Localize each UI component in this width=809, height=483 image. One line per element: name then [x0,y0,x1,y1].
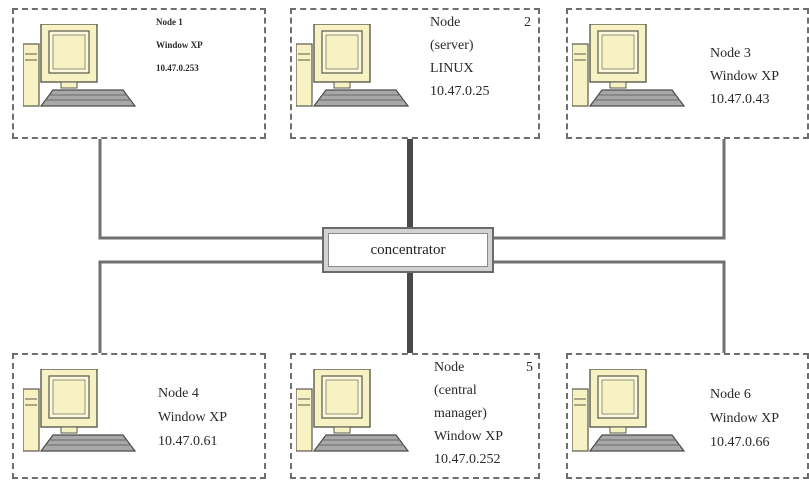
node-ip: 10.47.0.66 [710,435,770,450]
node-os: Window XP [434,429,504,444]
node-role: (server) [430,38,474,53]
node-3-box: Node 3 Window XP 10.47.0.43 [566,8,809,139]
node-5-box: Node 5 (central manager) Window XP 10.47… [290,353,540,479]
node-ip: 10.47.0.253 [156,63,199,73]
node-number: 5 [526,360,533,375]
node-2-box: Node 2 (server) LINUX 10.47.0.25 [290,8,540,139]
node-number: 2 [524,15,531,30]
node-1-box: Node 1 Window XP 10.47.0.253 [12,8,266,139]
computer-icon [23,369,136,452]
node-title: Node [430,15,461,30]
node-ip: 10.47.0.252 [434,452,501,467]
computer-icon [23,24,136,107]
computer-icon [296,24,409,107]
cable-node-6 [493,260,726,354]
node-role-2: manager) [434,406,487,421]
node-ip: 10.47.0.43 [710,92,770,107]
cable-node-4 [98,260,326,354]
node-os: LINUX [430,61,474,76]
node-os: Window XP [710,411,780,426]
hub-label: concentrator [328,233,488,267]
node-role: (central [434,383,477,398]
node-ip: 10.47.0.25 [430,84,490,99]
node-os: Window XP [158,410,228,425]
node-os: Window XP [156,40,203,50]
node-title: Node 4 [158,386,199,401]
node-title: Node [434,360,465,375]
node-title: Node 1 [156,17,183,27]
node-title: Node 6 [710,387,751,402]
computer-icon [572,24,685,107]
cable-node-1 [98,138,326,240]
node-title: Node 3 [710,46,751,61]
node-4-box: Node 4 Window XP 10.47.0.61 [12,353,266,479]
concentrator-hub: concentrator [322,227,494,273]
cables [98,138,726,354]
computer-icon [296,369,409,452]
node-6-box: Node 6 Window XP 10.47.0.66 [566,353,809,479]
computer-icon [572,369,685,452]
node-ip: 10.47.0.61 [158,434,218,449]
cable-node-3 [493,138,726,240]
node-os: Window XP [710,69,780,84]
